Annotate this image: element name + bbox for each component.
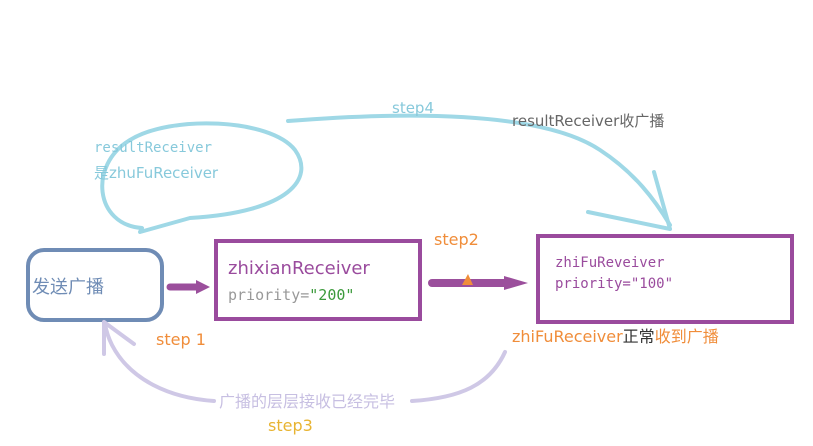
zhifu-normal-label-c: 收到广播 [655,327,719,346]
step4-arrowhead [586,170,672,231]
speech-bubble [100,121,304,234]
step4-label: step4 [392,99,434,117]
bubble-line-2: 是zhuFuReceiver [94,164,219,182]
zhifu-normal-label-a: zhiFuReceiver [512,327,623,346]
step1-label: step 1 [156,330,206,349]
zhixian-priority-key: priority= [228,286,309,304]
zhixian-priority-value: "200" [309,286,354,304]
zhixian-receiver-name: zhixianReceiver [228,258,370,279]
result-receive-label: resultReceiver收广播 [512,112,664,130]
zhifu-priority-value: "100" [631,276,673,292]
finished-label: 广播的层层接收已经完毕 [219,392,395,411]
step3-arrow-left [103,322,216,403]
svg-text:zhiFuReceiver正常收到广播: zhiFuReceiver正常收到广播 [512,327,719,346]
step2-spark [462,274,473,285]
step2-label: step2 [434,230,479,249]
step3-arrowhead [102,320,136,356]
zhifu-priority-key: priority= [555,276,631,292]
sender-box [26,248,164,322]
step3-label: step3 [268,416,313,435]
step3-arrow-right [410,350,507,403]
zhifu-normal-label-b: 正常 [623,327,655,346]
step4-arrow [286,113,672,227]
bubble-line-1: resultReceiver [94,140,212,156]
zhifu-receiver-box [536,234,794,324]
zhixian-receiver-box [214,239,422,321]
sender-label: 发送广播 [32,277,104,298]
zhifu-receiver-name: zhiFuReveiver [555,255,665,271]
step2-arrowhead [504,276,528,290]
step1-arrowhead [196,280,210,294]
svg-text:priority="200": priority="200" [228,286,354,304]
svg-text:priority="100": priority="100" [555,276,673,292]
